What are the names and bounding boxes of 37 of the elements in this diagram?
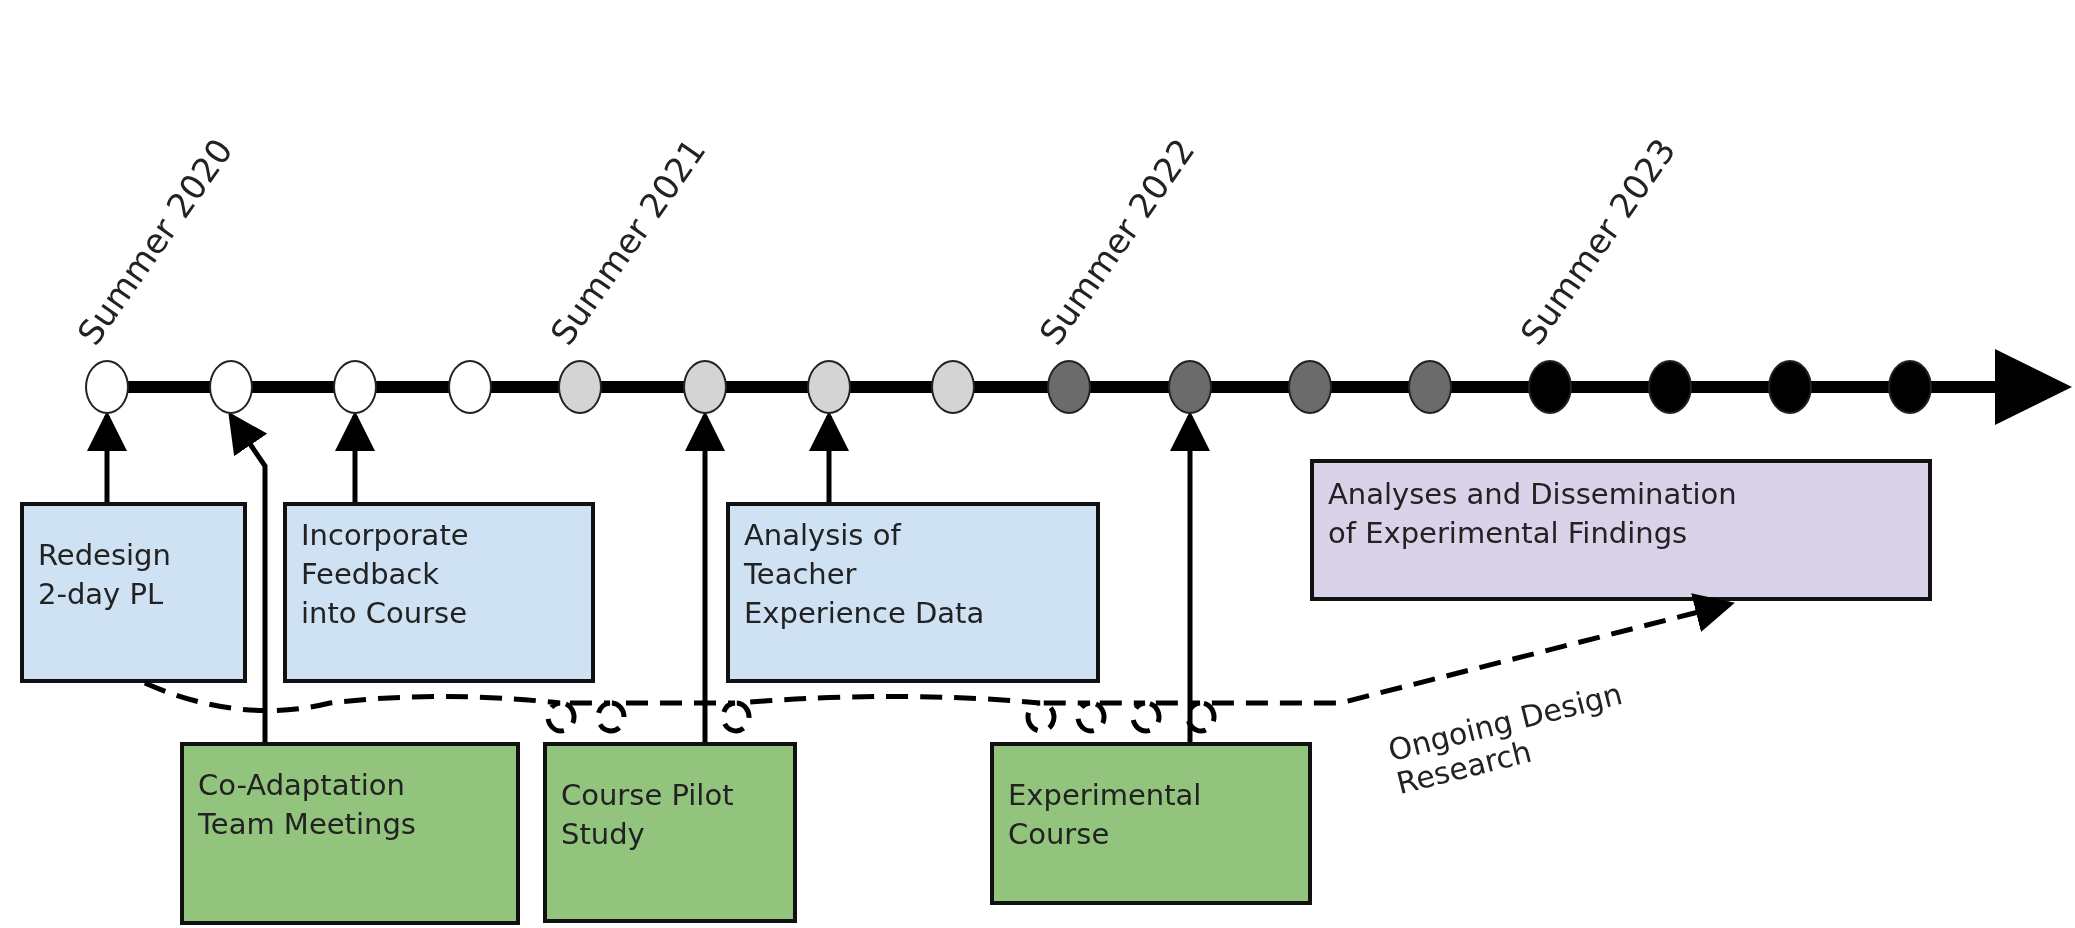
box-text: Redesign 2-day PL bbox=[38, 537, 172, 613]
arrow bbox=[228, 411, 268, 742]
timeline-dot bbox=[683, 360, 727, 414]
process-box bbox=[543, 742, 797, 923]
box-text: Analysis of Teacher Experience Data bbox=[744, 517, 986, 632]
process-box bbox=[1310, 459, 1932, 601]
arrow bbox=[1170, 411, 1210, 742]
process-box bbox=[180, 742, 520, 925]
timeline-dot bbox=[1648, 360, 1692, 414]
timeline-dot bbox=[931, 360, 975, 414]
timeline-dot bbox=[1888, 360, 1932, 414]
process-box bbox=[283, 502, 595, 683]
process-box bbox=[726, 502, 1100, 683]
arrow bbox=[87, 411, 127, 502]
process-box bbox=[990, 742, 1312, 905]
box-text: Co-Adaptation Team Meetings bbox=[198, 767, 417, 843]
timeline-dot bbox=[1168, 360, 1212, 414]
process-box bbox=[20, 502, 247, 683]
box-text: Course Pilot Study bbox=[561, 777, 735, 853]
timeline-dot bbox=[85, 360, 129, 414]
box-text: Analyses and Dissemination of Experimental Findings bbox=[1328, 476, 1738, 552]
arrow bbox=[809, 411, 849, 502]
timeline-dot bbox=[333, 360, 377, 414]
timeline-dot bbox=[1528, 360, 1572, 414]
timeline-dot bbox=[1047, 360, 1091, 414]
timeline-dot bbox=[1288, 360, 1332, 414]
timeline-dot bbox=[1768, 360, 1812, 414]
timeline-dot bbox=[448, 360, 492, 414]
timeline-dot bbox=[209, 360, 253, 414]
timeline-dot bbox=[558, 360, 602, 414]
box-text: Experimental Course bbox=[1008, 777, 1203, 853]
arrow bbox=[143, 593, 1735, 733]
arrow bbox=[685, 411, 725, 742]
timeline-dot bbox=[807, 360, 851, 414]
box-text: Incorporate Feedback into Course bbox=[301, 517, 470, 632]
timeline-dot bbox=[1408, 360, 1452, 414]
arrow bbox=[335, 411, 375, 502]
